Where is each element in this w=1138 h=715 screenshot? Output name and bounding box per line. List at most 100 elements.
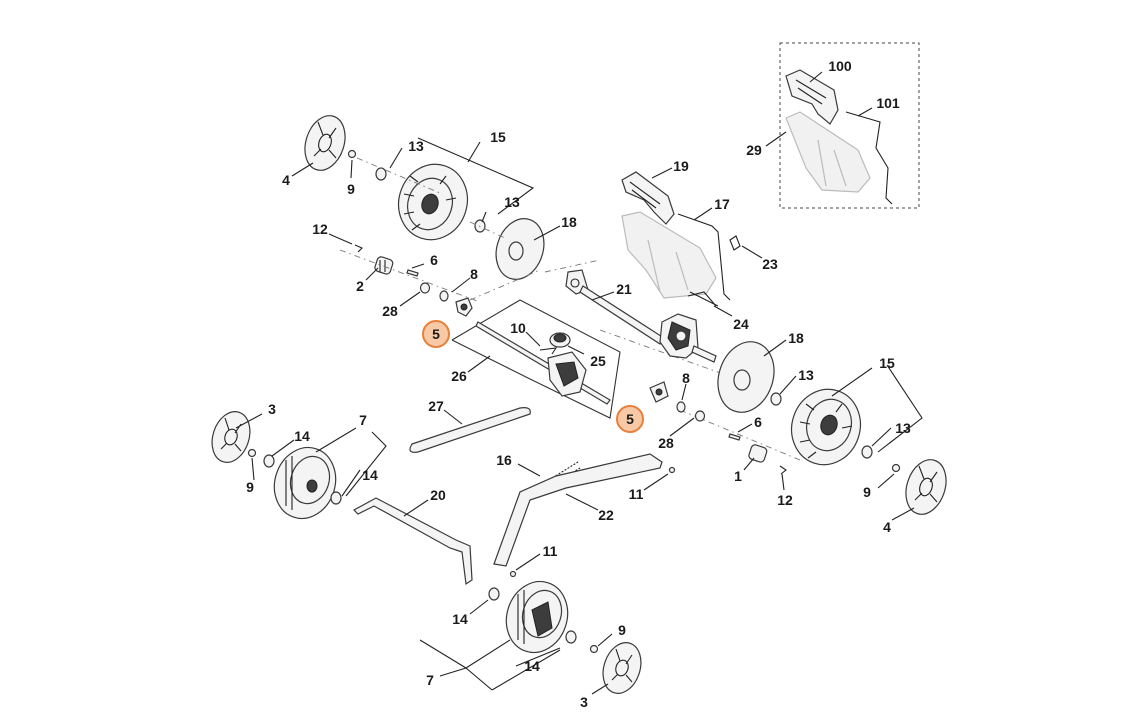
callout-14: 14 [362, 467, 378, 483]
callout-25: 25 [590, 353, 606, 369]
part-7-wheel-left [273, 446, 337, 520]
callout-20: 20 [430, 487, 446, 503]
part-9-left [247, 448, 257, 458]
callout-3: 3 [580, 694, 588, 710]
callout-14: 14 [452, 611, 468, 627]
part-14-washer-left [263, 454, 275, 468]
callout-4: 4 [282, 172, 290, 188]
callout-101: 101 [876, 95, 900, 111]
callout-14: 14 [294, 428, 310, 444]
callout-8: 8 [682, 370, 690, 386]
part-11-pin-right [668, 466, 676, 474]
callout-18: 18 [561, 214, 577, 230]
part-3-hubcap-left [211, 411, 251, 463]
part-28-washer-top [419, 282, 431, 294]
part-8-bushing-right [676, 401, 686, 413]
callout-7: 7 [359, 412, 367, 428]
leader-lines [235, 71, 923, 695]
part-6-key-right [728, 433, 741, 441]
callout-1: 1 [734, 468, 742, 484]
part-100-bracket [785, 69, 839, 125]
callout-18: 18 [788, 330, 804, 346]
callout-11: 11 [628, 486, 644, 502]
part-24-link [687, 291, 717, 307]
part-21-axle [565, 269, 665, 345]
part-11-pin-lower [509, 570, 517, 578]
part-14-washer-bottom [488, 587, 500, 601]
part-10-pin [539, 347, 558, 355]
part-18-disc-right [717, 341, 775, 413]
callout-10: 10 [510, 320, 526, 336]
part-18-disc-top [495, 218, 545, 280]
callout-19: 19 [673, 158, 689, 174]
part-20-rod [353, 497, 473, 586]
callout-27: 27 [428, 398, 444, 414]
part-15-wheel-top [397, 163, 469, 241]
part-ghost-housing-center [621, 211, 717, 299]
callout-11: 11 [542, 543, 558, 559]
part-13-washer-right [770, 392, 782, 406]
highlighted-callout-5-right[interactable]: 5 [616, 405, 644, 433]
highlighted-callout-5-left[interactable]: 5 [422, 320, 450, 348]
callout-9: 9 [618, 622, 626, 638]
part-4-hubcap-right [905, 459, 947, 515]
callout-17: 17 [714, 196, 730, 212]
part-gearbox-right [659, 313, 717, 363]
callout-9: 9 [246, 479, 254, 495]
callout-9: 9 [863, 484, 871, 500]
callout-23: 23 [762, 256, 778, 272]
part-3-hubcap-bottom [602, 642, 642, 694]
part-14-washer-bottom-outer [565, 630, 577, 644]
callout-4: 4 [883, 519, 891, 535]
part-9-right [891, 463, 901, 473]
part-9-top [347, 149, 357, 159]
part-5-bearing-right [649, 381, 669, 403]
callout-9: 9 [347, 181, 355, 197]
part-8-bushing-top [439, 290, 449, 302]
callout-13: 13 [504, 194, 520, 210]
callout-13: 13 [798, 367, 814, 383]
part-gearbox-center [547, 351, 587, 397]
part-6-key-top [406, 269, 419, 277]
callout-15: 15 [490, 129, 506, 145]
callout-13: 13 [895, 420, 911, 436]
callout-12: 12 [777, 492, 793, 508]
callout-14: 14 [524, 658, 540, 674]
callout-21: 21 [616, 281, 632, 297]
callout-28: 28 [658, 435, 674, 451]
part-22-bar [493, 453, 663, 567]
part-29-ghost-housing [785, 111, 871, 193]
part-19-bracket [621, 171, 675, 225]
part-12-clip-top [354, 244, 363, 253]
part-9-bottom [589, 644, 599, 654]
detail-inset-box [779, 42, 920, 209]
part-1-pinion [748, 444, 768, 463]
part-4-hubcap-top [304, 115, 346, 171]
part-25-gear [549, 332, 571, 348]
callout-2: 2 [356, 278, 364, 294]
part-14-washer-left-inner [330, 491, 342, 505]
part-13-washer-top [375, 167, 387, 181]
callout-16: 16 [496, 452, 512, 468]
callout-12: 12 [312, 221, 328, 237]
callout-8: 8 [470, 266, 478, 282]
part-13-washer-top-inner [474, 219, 486, 233]
callout-28: 28 [382, 303, 398, 319]
part-27-belt [409, 407, 531, 453]
callout-6: 6 [430, 252, 438, 268]
part-5-bearing-top [455, 297, 473, 317]
callout-13: 13 [408, 138, 424, 154]
part-15-wheel-right [790, 388, 862, 466]
callout-6: 6 [754, 414, 762, 430]
callout-15: 15 [879, 355, 895, 371]
callout-7: 7 [426, 672, 434, 688]
callout-24: 24 [733, 316, 749, 332]
part-28-washer-right [694, 410, 706, 422]
part-23-spring [729, 235, 741, 251]
callout-26: 26 [451, 368, 467, 384]
callout-22: 22 [598, 507, 614, 523]
callout-3: 3 [268, 401, 276, 417]
part-12-clip-right [779, 465, 787, 475]
